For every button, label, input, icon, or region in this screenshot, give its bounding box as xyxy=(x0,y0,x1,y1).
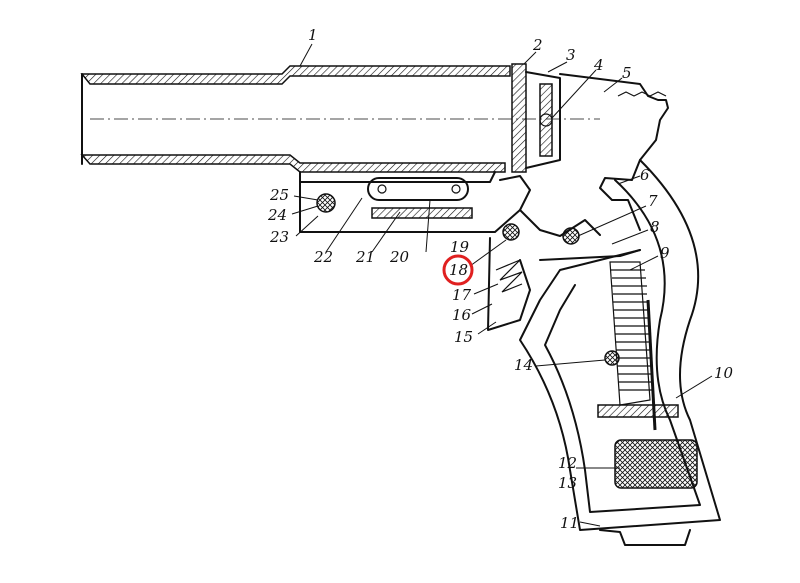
label-9: 9 xyxy=(660,244,670,262)
label-4: 4 xyxy=(593,56,604,74)
label-5: 5 xyxy=(622,64,632,82)
label-3: 3 xyxy=(566,46,576,64)
label-21: 21 xyxy=(355,248,375,266)
label-10: 10 xyxy=(714,364,734,382)
label-19: 19 xyxy=(450,238,470,256)
label-24: 24 xyxy=(267,206,287,224)
label-25: 25 xyxy=(269,186,289,204)
label-16: 16 xyxy=(452,306,472,324)
callout-labels: 1 2 3 4 5 6 7 8 9 10 11 12 13 14 15 16 1… xyxy=(267,26,734,532)
label-1: 1 xyxy=(308,26,318,44)
receiver xyxy=(487,63,669,331)
label-22: 22 xyxy=(313,248,333,266)
label-11: 11 xyxy=(560,514,579,532)
label-14: 14 xyxy=(514,356,533,374)
label-6: 6 xyxy=(640,166,650,184)
leader-lines xyxy=(291,43,713,527)
barrel xyxy=(80,65,600,173)
highlight-circle xyxy=(442,254,474,286)
label-2: 2 xyxy=(532,36,543,54)
label-8: 8 xyxy=(650,218,660,236)
label-20: 20 xyxy=(389,248,410,266)
label-23: 23 xyxy=(269,228,289,246)
label-7: 7 xyxy=(648,192,658,210)
grip xyxy=(519,159,721,546)
label-15: 15 xyxy=(454,328,473,346)
label-13: 13 xyxy=(558,474,577,492)
frame xyxy=(299,171,521,233)
label-12: 12 xyxy=(558,454,577,472)
label-18: 18 xyxy=(449,261,468,279)
label-17: 17 xyxy=(452,286,472,304)
